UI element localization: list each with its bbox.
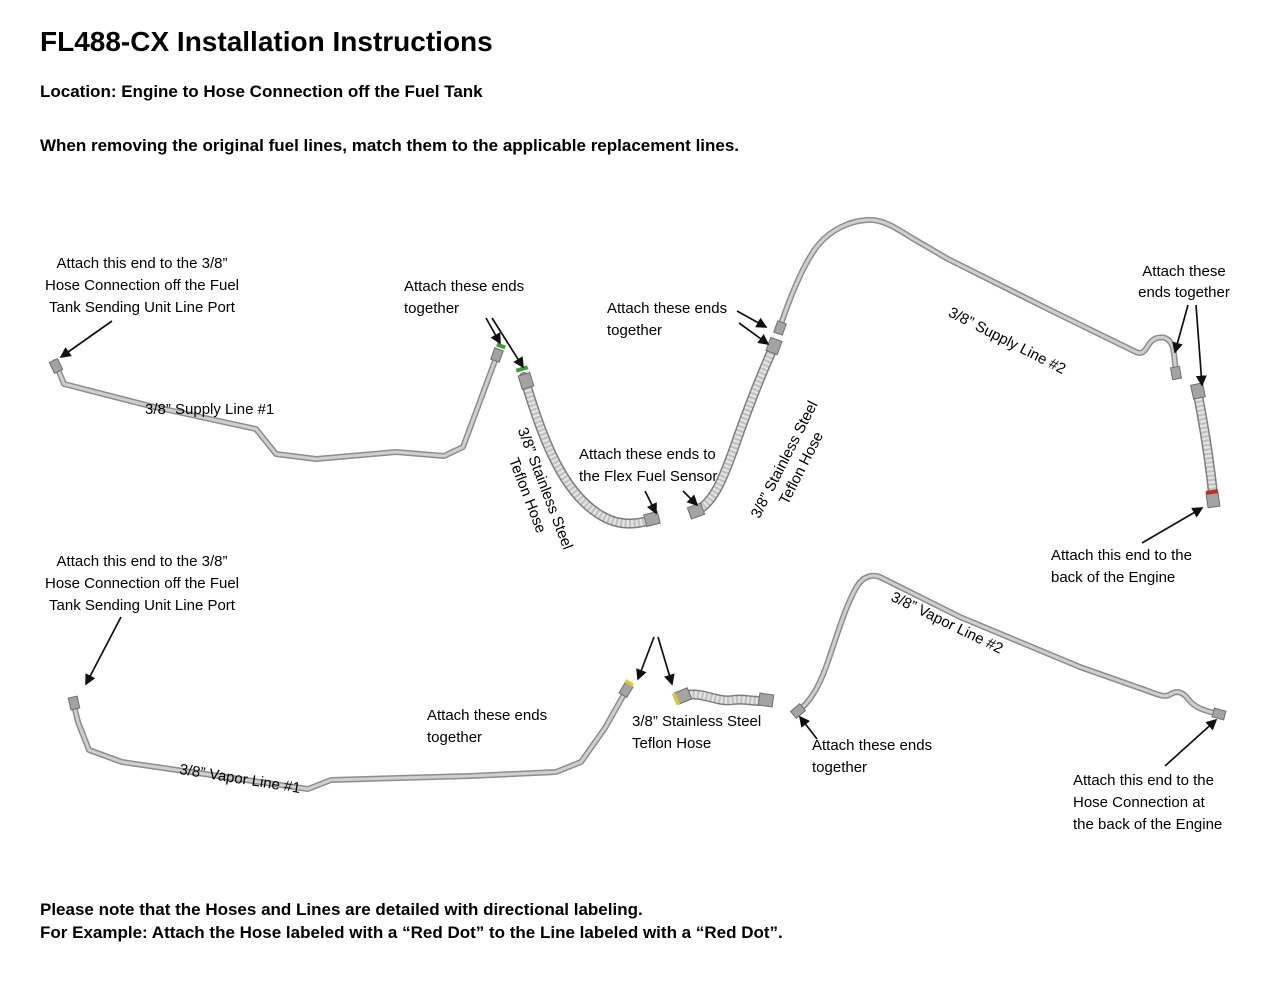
annotation-flex-fuel-sensor: Attach these ends to the Flex Fuel Senso… bbox=[579, 446, 718, 485]
arrow bbox=[738, 322, 770, 345]
fitting bbox=[1169, 365, 1183, 381]
arrow bbox=[1195, 304, 1207, 387]
arrow bbox=[736, 310, 768, 328]
arrow bbox=[1164, 718, 1218, 767]
label-supply-line-1: 3/8” Supply Line #1 bbox=[145, 401, 275, 418]
yellow-dot-marker bbox=[624, 678, 634, 688]
label-teflon-hose-lower: 3/8” Stainless Steel Teflon Hose bbox=[632, 713, 762, 752]
fitting bbox=[517, 371, 535, 391]
page-title: FL488-CX Installation Instructions bbox=[40, 26, 493, 57]
arrow bbox=[485, 317, 501, 345]
footer-line-1: Please note that the Hoses and Lines are… bbox=[40, 900, 643, 919]
arrow bbox=[59, 320, 113, 358]
annotation-engine-back-upper: Attach this end to the back of the Engin… bbox=[1051, 547, 1192, 586]
teflon-hose-upper-right-tube bbox=[689, 339, 780, 517]
fitting bbox=[643, 510, 661, 528]
yellow-dot-marker bbox=[671, 692, 681, 706]
arrow bbox=[85, 616, 122, 686]
fitting bbox=[773, 320, 787, 336]
fitting bbox=[490, 347, 504, 363]
teflon-hose-lower-tube bbox=[677, 689, 771, 706]
arrow bbox=[1172, 304, 1189, 354]
supply-line-2-tube bbox=[776, 216, 1179, 375]
fitting bbox=[757, 692, 775, 708]
annotation-engine-hose-lower: Attach this end to the Hose Connection a… bbox=[1073, 772, 1223, 833]
footer-line-2: For Example: Attach the Hose labeled wit… bbox=[40, 923, 783, 942]
arrow bbox=[1141, 507, 1204, 544]
red-dot-marker bbox=[1205, 489, 1219, 495]
fitting bbox=[67, 695, 81, 711]
direction-markers bbox=[496, 342, 1219, 706]
annotation-tank-port-lower: Attach this end to the 3/8” Hose Connect… bbox=[44, 553, 239, 614]
footer-note: Please note that the Hoses and Lines are… bbox=[40, 898, 783, 944]
fitting bbox=[1205, 491, 1221, 509]
teflon-hose-upper-left-tube bbox=[519, 372, 658, 529]
fittings bbox=[48, 320, 1227, 721]
annotation-ends-together-lower-left: Attach these ends together bbox=[427, 707, 548, 746]
annotation-arrows bbox=[59, 304, 1218, 767]
arrow bbox=[644, 490, 657, 515]
annotation-ends-together-lower-right: Attach these ends together bbox=[812, 737, 933, 776]
vapor-line-1-tube bbox=[70, 686, 630, 792]
arrow bbox=[636, 636, 655, 681]
arrow bbox=[798, 715, 818, 740]
annotation-ends-together-upper-left: Attach these ends together bbox=[404, 278, 525, 317]
fitting bbox=[789, 702, 807, 720]
intro-line: When removing the original fuel lines, m… bbox=[40, 136, 740, 155]
annotation-ends-together-upper-mid: Attach these ends together bbox=[607, 300, 728, 339]
annotation-ends-together-upper-right: Attach these ends together bbox=[1138, 263, 1230, 301]
location-line: Location: Engine to Hose Connection off … bbox=[40, 82, 483, 101]
annotation-tank-port-upper: Attach this end to the 3/8” Hose Connect… bbox=[44, 255, 239, 316]
vapor-line-2-tube bbox=[794, 572, 1224, 717]
supply-line-1-tube bbox=[52, 355, 499, 462]
arrow bbox=[491, 317, 524, 369]
fitting bbox=[1190, 382, 1206, 400]
arrow bbox=[657, 636, 675, 686]
arrow bbox=[682, 490, 699, 507]
fitting bbox=[1211, 707, 1227, 721]
engine-hose-tube bbox=[1192, 385, 1219, 507]
green-dot-marker bbox=[515, 365, 529, 373]
fitting bbox=[48, 357, 64, 375]
